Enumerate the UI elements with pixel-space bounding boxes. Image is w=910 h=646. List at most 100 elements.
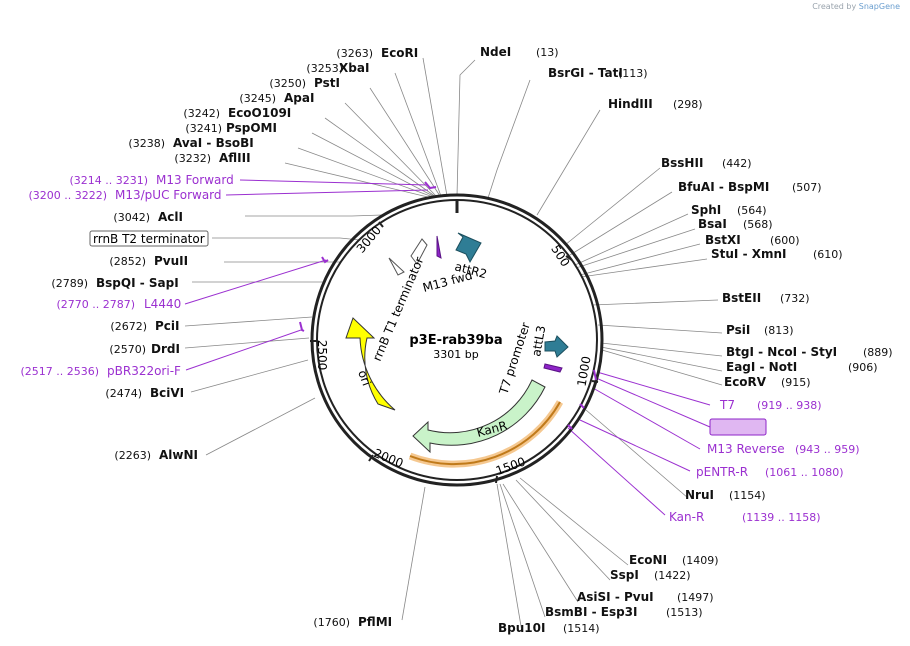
enzyme-site-bpu10i[interactable]: Bpu10I(1514) [498,621,600,635]
enzyme-name: EagI - NotI [726,360,797,374]
snapgene-brand: SnapGene [858,2,900,11]
attl3-feature-arrow [544,335,569,358]
enzyme-name: PspOMI [226,121,277,135]
enzyme-site-bspqi-sapi[interactable]: (2789)BspQI - SapI [51,276,178,290]
enzyme-site-bfuai-bspmi[interactable]: BfuAI - BspMI(507) [678,180,822,194]
primer-position: (2770 .. 2787) [56,298,135,311]
enzyme-site-acli[interactable]: (3042) AclI [113,210,183,224]
enzyme-position: (3263) [336,47,373,60]
leader-lines [184,57,723,633]
enzyme-position: (113) [618,67,648,80]
primer-labels: (3214 .. 3231)M13 Forward(3200 .. 3222)M… [20,173,859,524]
enzyme-position: (889) [863,346,893,359]
primer-m13-reverse[interactable]: (943 .. 959)M13 Reverse [707,442,860,456]
enzyme-site-drdi[interactable]: (2570)DrdI [109,342,180,356]
enzyme-site-bsshii[interactable]: BssHII(442) [661,156,752,170]
enzyme-name: BciVI [150,386,184,400]
primer-m13-puc-forward[interactable]: (3200 .. 3222)M13/pUC Forward [28,188,221,202]
enzyme-site-avai-bsobi[interactable]: (3238)AvaI - BsoBI [128,136,253,150]
m13-rev-box[interactable] [709,418,767,436]
enzyme-site-sspi[interactable]: SspI(1422) [610,568,691,582]
rrnb-t2-box[interactable] [89,230,209,247]
enzyme-position: (2570) [109,343,146,356]
primer-position: (2517 .. 2536) [20,365,99,378]
enzyme-site-eagi-noti[interactable]: EagI - NotI (906) [726,360,878,374]
enzyme-name: AclI [158,210,183,224]
enzyme-name: BtgI - NcoI - StyI [726,345,837,359]
enzyme-site-pvuii[interactable]: (2852)PvuII [109,254,188,268]
primer-m13-forward[interactable]: (3214 .. 3231)M13 Forward [69,173,233,187]
enzyme-site-btgi-ncoi-styi[interactable]: BtgI - NcoI - StyI (889) [726,345,893,359]
enzyme-site-nrui[interactable]: NruI(1154) [685,488,766,502]
enzyme-position: (732) [780,292,810,305]
m13-fwd-marker [436,235,442,259]
enzyme-position: (1497) [677,591,714,604]
tick-mark-1500 [495,475,498,484]
enzyme-site-bsai[interactable]: BsaI (568) [698,217,773,231]
enzyme-position: (298) [673,98,703,111]
enzyme-site-ecori[interactable]: (3263)EcoRI [336,46,418,60]
enzyme-site-afliii[interactable]: (3232) AflIII [174,151,250,165]
enzyme-name: BsaI [698,217,727,231]
enzyme-site-sphi[interactable]: SphI(564) [691,203,767,217]
kanr-feature-arrow [412,379,546,454]
enzyme-name: BspQI - SapI [96,276,179,290]
enzyme-name: BstEII [722,291,761,305]
enzyme-site-bsteii[interactable]: BstEII (732) [722,291,810,305]
enzyme-site-pflmi[interactable]: (1760) PflMI [313,615,392,629]
tick-mark-500 [565,255,573,261]
primer-name: Kan-R [669,510,704,524]
enzyme-site-psti[interactable]: (3250)PstI [269,76,340,90]
enzyme-site-asisi-pvui[interactable]: AsiSI - PvuI (1497) [577,590,714,604]
primer-leader-lines [184,179,711,516]
rrnb-t2-arrow [388,257,405,276]
enzyme-site-hindiii[interactable]: HindIII(298) [608,97,703,111]
primer-position: (919 .. 938) [757,399,822,412]
enzyme-position: (1154) [729,489,766,502]
enzyme-site-pcii[interactable]: (2672)PciI [110,319,179,333]
enzyme-name: BsmBI - Esp3I [545,605,637,619]
primer-name: pBR322ori-F [107,364,181,378]
enzyme-site-stui-xmni[interactable]: StuI - XmnI(610) [711,247,843,261]
enzyme-site-bsmbi-esp3i[interactable]: BsmBI - Esp3I(1513) [545,605,703,619]
enzyme-position: (3232) [174,152,211,165]
enzyme-site-bcivi[interactable]: (2474)BciVI [105,386,184,400]
enzyme-name: BfuAI - BspMI [678,180,769,194]
enzyme-site-econi[interactable]: EcoNI(1409) [629,553,719,567]
attl3-label: attL3 [529,324,548,357]
enzyme-site-ecorv[interactable]: EcoRV(915) [724,375,811,389]
enzyme-position: (564) [737,204,767,217]
primer-pentr-r[interactable]: (1061 .. 1080)pENTR-R [696,465,844,479]
enzyme-site-psii[interactable]: PsiI(813) [726,323,794,337]
enzyme-name: PvuII [154,254,188,268]
rrnb-t1-arrow [410,238,428,265]
primer-name: T7 [719,398,735,412]
enzyme-position: (1760) [313,616,350,629]
enzyme-name: AflIII [219,151,251,165]
primer-pbr322ori-f[interactable]: (2517 .. 2536) pBR322ori-F [20,364,181,378]
enzyme-site-alwni[interactable]: (2263)AlwNI [114,448,198,462]
enzyme-site-ndei[interactable]: NdeI(13) [480,45,559,59]
enzyme-site-pspomi[interactable]: (3241) PspOMI [185,121,277,135]
enzyme-site-ecoo109i[interactable]: (3242)EcoO109I [183,106,291,120]
primer-l4440[interactable]: (2770 .. 2787)L4440 [56,297,181,311]
enzyme-name: PflMI [358,615,392,629]
enzyme-site-bsrgi-tati[interactable]: BsrGI - TatI(113) [548,66,648,80]
enzyme-site-apai[interactable]: (3245)ApaI [239,91,314,105]
enzyme-position: (3241) [185,122,222,135]
primer-kan-r[interactable]: (1139 .. 1158)Kan-R [669,510,821,524]
tick-mark-3000 [378,221,384,228]
primer-t7[interactable]: (919 .. 938) T7 [719,398,822,412]
snapgene-credit: Created by SnapGene [812,2,900,11]
enzyme-site-xbai[interactable]: (3253)XbaI [306,61,369,75]
enzyme-name: AsiSI - PvuI [577,590,654,604]
enzyme-name: PsiI [726,323,750,337]
enzyme-name: StuI - XmnI [711,247,787,261]
enzyme-site-bstxi[interactable]: BstXI(600) [705,233,800,247]
enzyme-position: (3042) [113,211,150,224]
enzyme-position: (906) [848,361,878,374]
enzyme-name: EcoO109I [228,106,291,120]
enzyme-position: (568) [743,218,773,231]
enzyme-position: (1514) [563,622,600,635]
